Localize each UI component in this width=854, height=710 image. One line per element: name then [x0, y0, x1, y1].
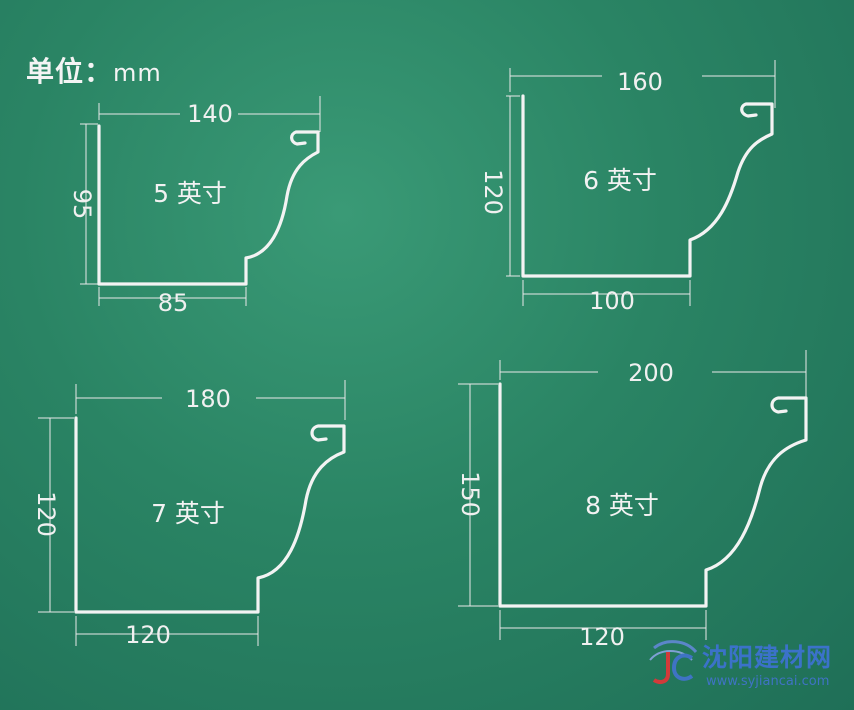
dim-side-text: 120: [32, 491, 60, 537]
profile-label: 8 英寸: [585, 491, 659, 520]
gutter-profile: [521, 94, 774, 278]
dim-side-text: 150: [456, 471, 484, 517]
watermark: 沈阳建材网 www.syjiancai.com: [646, 634, 846, 694]
dim-bottom-text: 120: [579, 623, 625, 651]
dim-side-text: 120: [479, 169, 507, 215]
unit-label: 单位：mm: [26, 55, 162, 88]
dim-top-text: 200: [628, 359, 674, 387]
dim-top-text: 180: [185, 385, 231, 413]
dim-bottom-text: 100: [589, 287, 635, 315]
gutter-profile: [498, 382, 808, 608]
dim-bottom-text: 85: [158, 289, 189, 317]
dim-bottom-text: 120: [125, 621, 171, 649]
jc-logo-icon: [649, 640, 698, 684]
profile-8in: 200 120 150 8 英寸: [456, 350, 808, 651]
gutter-profile: [74, 416, 346, 614]
profile-label: 6 英寸: [583, 166, 657, 195]
watermark-url: www.syjiancai.com: [706, 674, 830, 689]
profile-label: 7 英寸: [151, 499, 225, 528]
profile-5in: 140 85 95 5 英寸: [68, 96, 321, 317]
profile-7in: 180 120 120 7 英寸: [32, 380, 346, 649]
gutter-profile: [97, 124, 320, 286]
dim-side-text: 95: [68, 189, 96, 220]
watermark-name: 沈阳建材网: [702, 643, 833, 672]
dim-top-text: 140: [187, 100, 233, 128]
profile-6in: 160 100 120 6 英寸: [479, 60, 776, 315]
profile-label: 5 英寸: [153, 179, 227, 208]
dim-top-text: 160: [617, 68, 663, 96]
